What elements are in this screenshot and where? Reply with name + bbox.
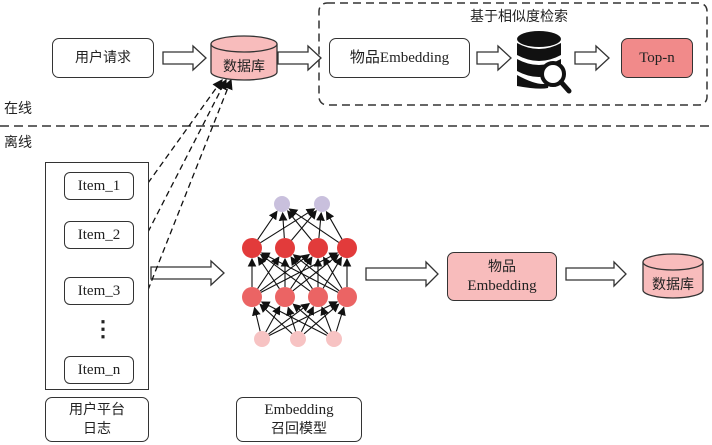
nn-edge — [259, 253, 311, 292]
online-label: 在线 — [4, 101, 32, 117]
item-embedding-label: 物品Embedding — [349, 50, 450, 66]
nn-edge — [290, 256, 313, 290]
offline-item-embedding-box[interactable]: 物品 Embedding — [447, 252, 557, 301]
item-embedding-box[interactable]: 物品Embedding — [329, 38, 470, 78]
nn-edge — [268, 301, 339, 336]
nn-node-hidden1 — [242, 287, 262, 307]
item-1-label: Item_1 — [77, 178, 121, 194]
topn-label: Top-n — [639, 50, 675, 66]
online-database-label: 数据库 — [223, 59, 265, 75]
arrow-db-to-embedding — [277, 44, 322, 72]
nn-edge — [257, 256, 280, 290]
arrow-model-to-embedding — [365, 260, 439, 288]
item-2-box[interactable]: Item_2 — [64, 221, 134, 249]
item-3-label: Item_3 — [77, 283, 121, 299]
nn-node-hidden1 — [275, 287, 295, 307]
nn-edge — [292, 303, 329, 335]
item-n-box[interactable]: Item_n — [64, 356, 134, 384]
arrow-search-to-topn — [574, 44, 610, 72]
arrow-request-to-db — [162, 44, 207, 72]
nn-edge — [292, 254, 340, 292]
arrow-log-to-model — [150, 259, 225, 287]
nn-node-hidden2 — [308, 238, 328, 258]
dashed-item2-to-db — [147, 78, 227, 233]
nn-node-hidden2 — [337, 238, 357, 258]
offline-item-embedding-line1: 物品 — [488, 258, 516, 275]
user-log-label-line1: 用户平台 — [69, 401, 125, 418]
user-log-label-box: 用户平台 日志 — [45, 397, 149, 442]
item-3-box[interactable]: Item_3 — [64, 277, 134, 305]
embedding-model-panel — [236, 162, 362, 390]
nn-node-hidden1 — [337, 287, 357, 307]
item-n-label: Item_n — [77, 362, 121, 378]
user-log-panel — [45, 162, 149, 390]
nn-edge — [278, 211, 288, 239]
nn-edge — [260, 208, 316, 244]
user-log-label-line2: 日志 — [83, 420, 111, 437]
nn-node-output — [314, 196, 330, 212]
user-request-label: 用户请求 — [75, 50, 131, 66]
nn-edge — [335, 306, 346, 332]
database-search-icon — [517, 31, 572, 94]
nn-edge — [300, 305, 314, 333]
nn-edge — [257, 256, 280, 290]
nn-edge — [260, 301, 328, 336]
nn-node-hidden2 — [275, 238, 295, 258]
offline-item-embedding-line2: Embedding — [467, 277, 537, 294]
nn-edge — [260, 252, 339, 293]
nn-edge — [325, 210, 343, 240]
offline-label: 离线 — [4, 135, 32, 151]
nn-edge — [259, 303, 293, 335]
nn-edge — [257, 210, 278, 241]
item-2-label: Item_2 — [77, 227, 121, 243]
neural-network — [242, 196, 357, 347]
arrow-embedding-to-db — [565, 260, 627, 288]
nn-edge — [292, 254, 340, 292]
embedding-model-label-line2: 召回模型 — [271, 420, 327, 437]
nn-edge — [287, 210, 313, 241]
nn-node-hidden2 — [242, 238, 262, 258]
nn-node-hidden1 — [308, 287, 328, 307]
nn-edge — [288, 208, 340, 243]
nn-edge — [323, 256, 343, 289]
user-request-box[interactable]: 用户请求 — [52, 38, 154, 78]
nn-node-output — [274, 196, 290, 212]
nn-edge — [316, 211, 325, 239]
nn-edge — [265, 305, 281, 333]
nn-edge — [303, 303, 340, 335]
arrow-embedding-to-search — [476, 44, 512, 72]
dashed-item1-to-db — [147, 78, 223, 184]
nn-edge — [290, 256, 313, 290]
nn-node-input — [326, 331, 342, 347]
nn-edge — [286, 306, 297, 332]
nn-node-input — [254, 331, 270, 347]
topn-box[interactable]: Top-n — [621, 38, 693, 78]
nn-edge — [252, 306, 261, 332]
dashed-item3-to-db — [147, 78, 233, 291]
nn-node-input — [290, 331, 306, 347]
nn-edge — [268, 302, 311, 335]
ellipsis-icon: ⋮ — [92, 316, 114, 341]
nn-edge — [291, 210, 317, 241]
nn-edge — [322, 256, 342, 289]
embedding-model-label-line1: Embedding — [264, 401, 334, 418]
embedding-model-label-box: Embedding 召回模型 — [236, 397, 362, 442]
nn-edge — [260, 252, 339, 293]
similarity-search-title: 基于相似度检索 — [470, 9, 568, 25]
offline-database-label: 数据库 — [652, 277, 694, 293]
item-1-box[interactable]: Item_1 — [64, 172, 134, 200]
nn-edge — [320, 306, 332, 332]
nn-edge — [259, 253, 311, 292]
